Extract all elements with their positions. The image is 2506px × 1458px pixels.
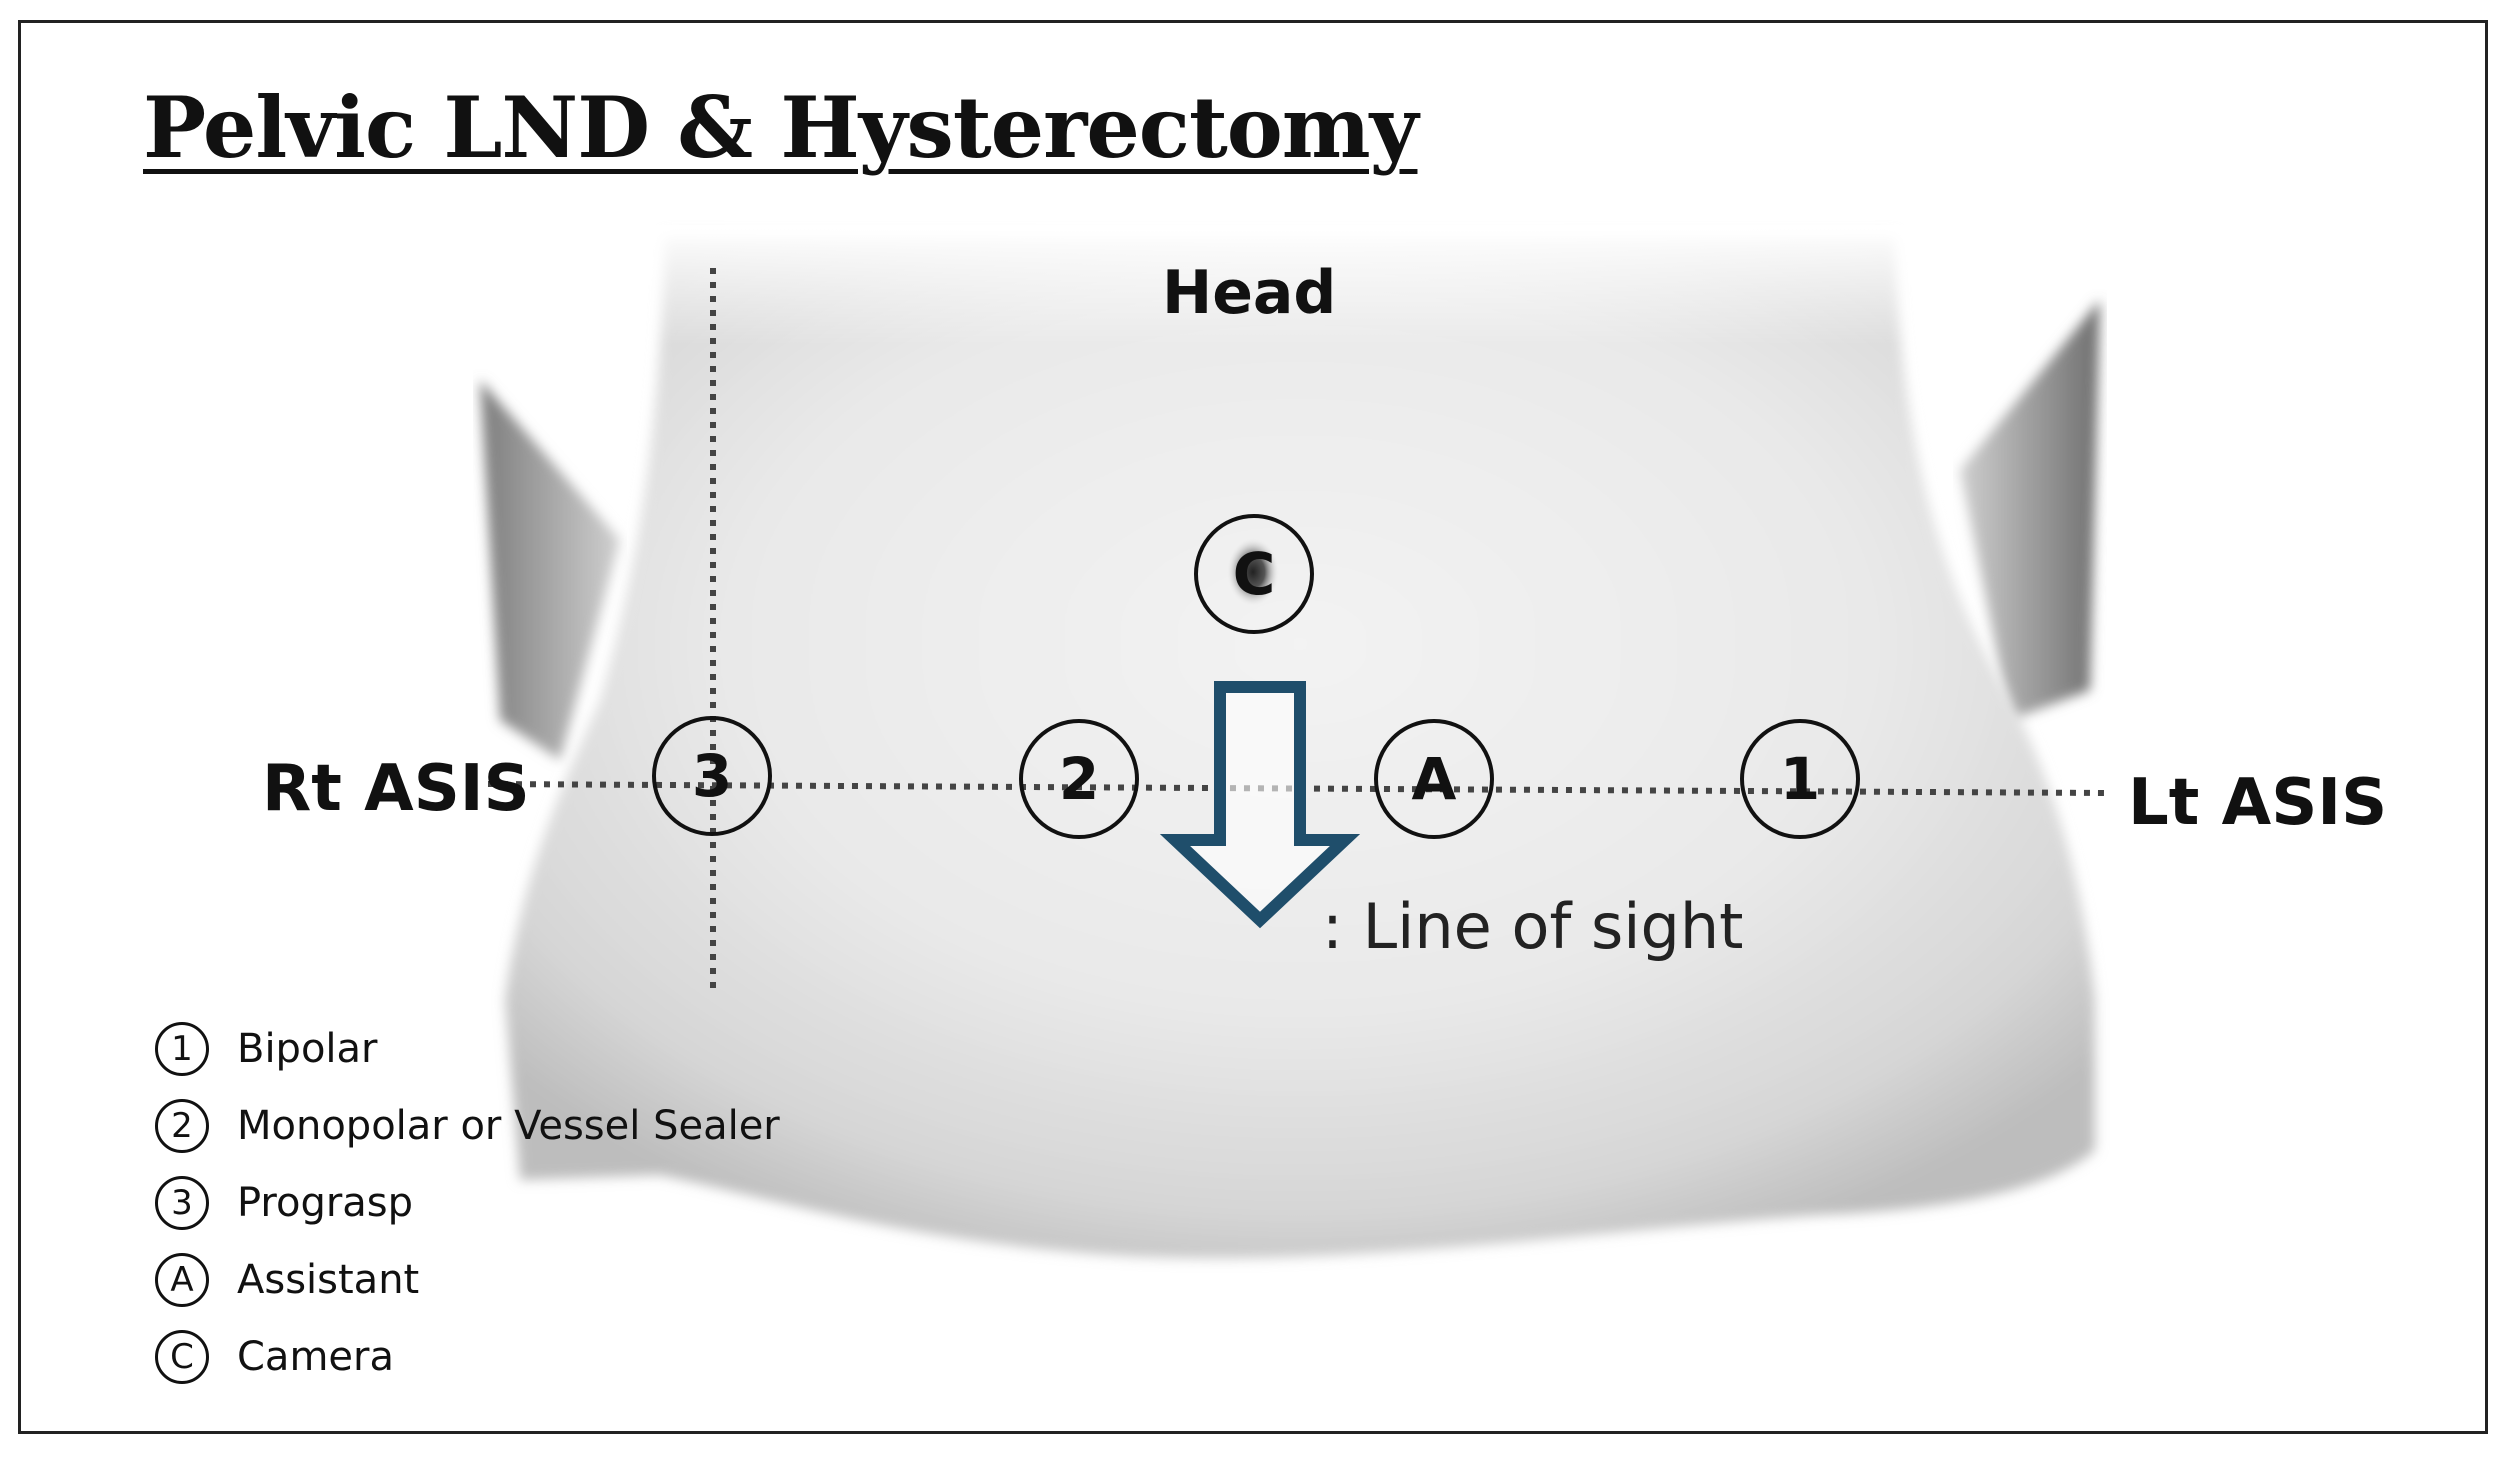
port-legend: 1 Bipolar 2 Monopolar or Vessel Sealer 3…	[155, 1010, 780, 1395]
legend-mark: 3	[155, 1175, 209, 1230]
legend-text: Monopolar or Vessel Sealer	[237, 1102, 780, 1149]
legend-mark: C	[155, 1329, 209, 1384]
legend-text: Camera	[237, 1333, 394, 1380]
legend-text: Assistant	[237, 1256, 420, 1303]
left-arm-shadow	[480, 380, 620, 760]
legend-text: Bipolar	[237, 1025, 378, 1072]
navel	[1227, 538, 1279, 606]
asis-line	[487, 781, 2106, 796]
slide-title: Pelvic LND & Hysterectomy	[143, 78, 1418, 177]
lt-asis-label: Lt ASIS	[2128, 766, 2388, 840]
legend-mark: A	[155, 1252, 209, 1307]
legend-item: 3 Prograsp	[155, 1164, 780, 1241]
port-label-3: 3	[691, 742, 733, 810]
legend-item: 1 Bipolar	[155, 1010, 780, 1087]
port-label-1: 1	[1779, 745, 1821, 813]
port-circle-assistant	[1374, 719, 1494, 839]
legend-item: 2 Monopolar or Vessel Sealer	[155, 1087, 780, 1164]
rt-asis-label: Rt ASIS	[262, 752, 530, 826]
legend-mark: 1	[155, 1021, 209, 1076]
legend-text: Prograsp	[237, 1179, 414, 1226]
port-circle-1	[1740, 719, 1860, 839]
legend-item: A Assistant	[155, 1241, 780, 1318]
right-arm-shadow	[1960, 300, 2100, 720]
port-circle-2	[1019, 719, 1139, 839]
port-label-camera: C	[1232, 540, 1276, 608]
head-label: Head	[1162, 258, 1337, 328]
port-circle-3	[652, 716, 772, 836]
line-of-sight-label: : Line of sight	[1322, 890, 1744, 963]
port-label-assistant: A	[1411, 745, 1457, 813]
port-label-2: 2	[1058, 745, 1100, 813]
port-circle-camera	[1194, 514, 1314, 634]
line-of-sight-arrow	[1159, 681, 1361, 929]
legend-item: C Camera	[155, 1318, 780, 1395]
legend-mark: 2	[155, 1098, 209, 1153]
